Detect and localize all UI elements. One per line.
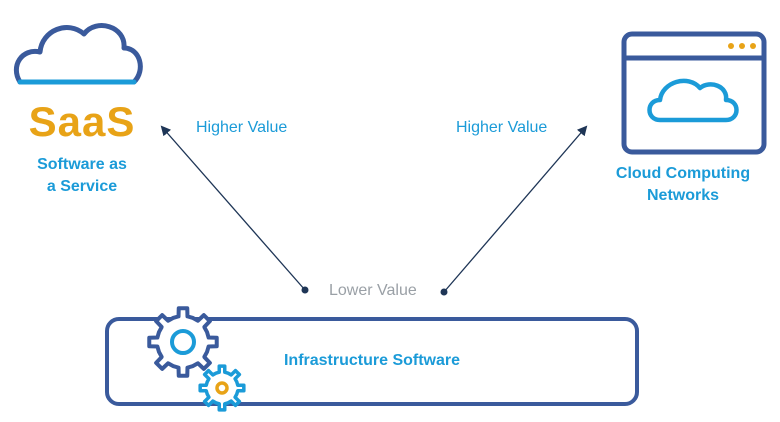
saas-subtitle-line1: Software as: [37, 156, 127, 173]
cloud-label-line2: Networks: [646, 187, 720, 204]
higher-value-right-label: Higher Value: [456, 119, 548, 136]
higher-value-left-label: Higher Value: [196, 119, 288, 136]
cloud-icon: [13, 23, 143, 85]
lower-value-label: Lower Value: [329, 282, 417, 299]
small-gear-outline: [198, 364, 246, 412]
large-gear-icon: [147, 306, 219, 378]
saas-subtitle-line2: a Service: [46, 178, 118, 195]
window-dot-icon: [739, 43, 745, 49]
right-arrow-origin-dot: [440, 288, 448, 296]
gears-icon: [147, 306, 246, 412]
large-gear-outline: [147, 306, 219, 378]
saas-title: SaaS: [28, 98, 136, 145]
right-arrow: [443, 125, 588, 293]
cloud-computing-networks-label: Cloud Computing Networks: [600, 163, 766, 207]
window-dot-icon: [728, 43, 734, 49]
left-arrow-origin-dot: [301, 286, 309, 294]
left-arrow: [160, 125, 306, 291]
cloud-icon: [647, 78, 739, 123]
infrastructure-box: [105, 317, 639, 406]
infrastructure-software-label: Infrastructure Software: [283, 352, 461, 369]
small-gear-icon: [198, 364, 246, 412]
cloud-label-line1: Cloud Computing: [615, 165, 751, 182]
saas-subtitle: Software as a Service: [12, 154, 152, 198]
window-dot-icon: [750, 43, 756, 49]
browser-window-cloud-icon: [621, 31, 767, 155]
